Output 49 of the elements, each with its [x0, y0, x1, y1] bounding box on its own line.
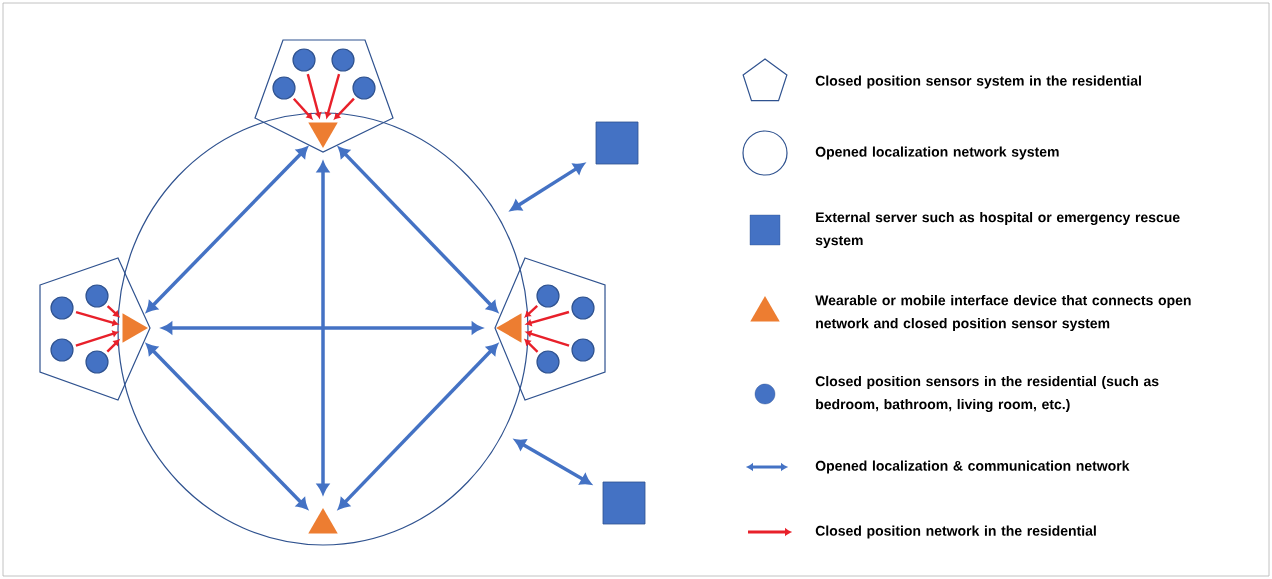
sensor-dot — [50, 296, 74, 320]
arrow — [106, 305, 120, 318]
arrow — [306, 73, 322, 119]
legend-text: Opened localization & communication network — [815, 460, 1130, 474]
device-triangle — [308, 122, 338, 148]
legend-text: Closed position network in the residential — [815, 525, 1096, 539]
arrow — [525, 330, 570, 347]
sensor-dot — [536, 284, 560, 308]
sensor-dot — [272, 76, 296, 100]
device-triangle — [122, 313, 148, 343]
arrow — [106, 339, 120, 353]
arrow — [338, 343, 498, 510]
arrow — [324, 73, 341, 119]
server-square — [602, 481, 646, 525]
server-square — [595, 121, 639, 165]
arrow — [146, 146, 308, 313]
arrow — [524, 339, 539, 353]
residence-pentagon — [254, 39, 394, 153]
arrow — [510, 163, 585, 211]
residence-pentagon — [494, 257, 606, 401]
legend-text: Closed position sensors in the residential (such as bedroom, bathroom, living room, etc.) — [815, 375, 1159, 413]
legend-text: Opened localization network system — [815, 146, 1059, 160]
arrow — [525, 310, 570, 326]
arrow — [317, 161, 329, 495]
legend-text: Closed position sensor system in the residential — [815, 75, 1141, 89]
sensor-dot — [352, 76, 376, 100]
arrow — [334, 97, 355, 120]
arrow — [514, 439, 592, 485]
arrow — [75, 330, 119, 347]
sensor-dot — [292, 48, 316, 72]
sensor-dot — [571, 338, 595, 362]
residence-pentagon — [39, 257, 151, 401]
arrow — [338, 146, 498, 313]
sensor-dot — [331, 48, 355, 72]
arrow — [524, 304, 539, 318]
sensor-dot — [571, 296, 595, 320]
legend-text: External server such as hospital or emergency rescue system — [815, 212, 1180, 249]
sensor-dot — [536, 350, 560, 374]
arrow — [146, 343, 308, 510]
device-triangle — [496, 313, 522, 343]
arrow — [161, 322, 483, 334]
network-circle — [117, 112, 529, 546]
legend-text: Wearable or mobile interface device that connects open network and closed position sensor system — [815, 295, 1191, 332]
arrow — [292, 98, 313, 120]
sensor-dot — [85, 284, 109, 308]
arrow — [75, 310, 119, 326]
sensor-dot — [85, 350, 109, 374]
sensor-dot — [50, 338, 74, 362]
device-triangle — [308, 508, 338, 534]
